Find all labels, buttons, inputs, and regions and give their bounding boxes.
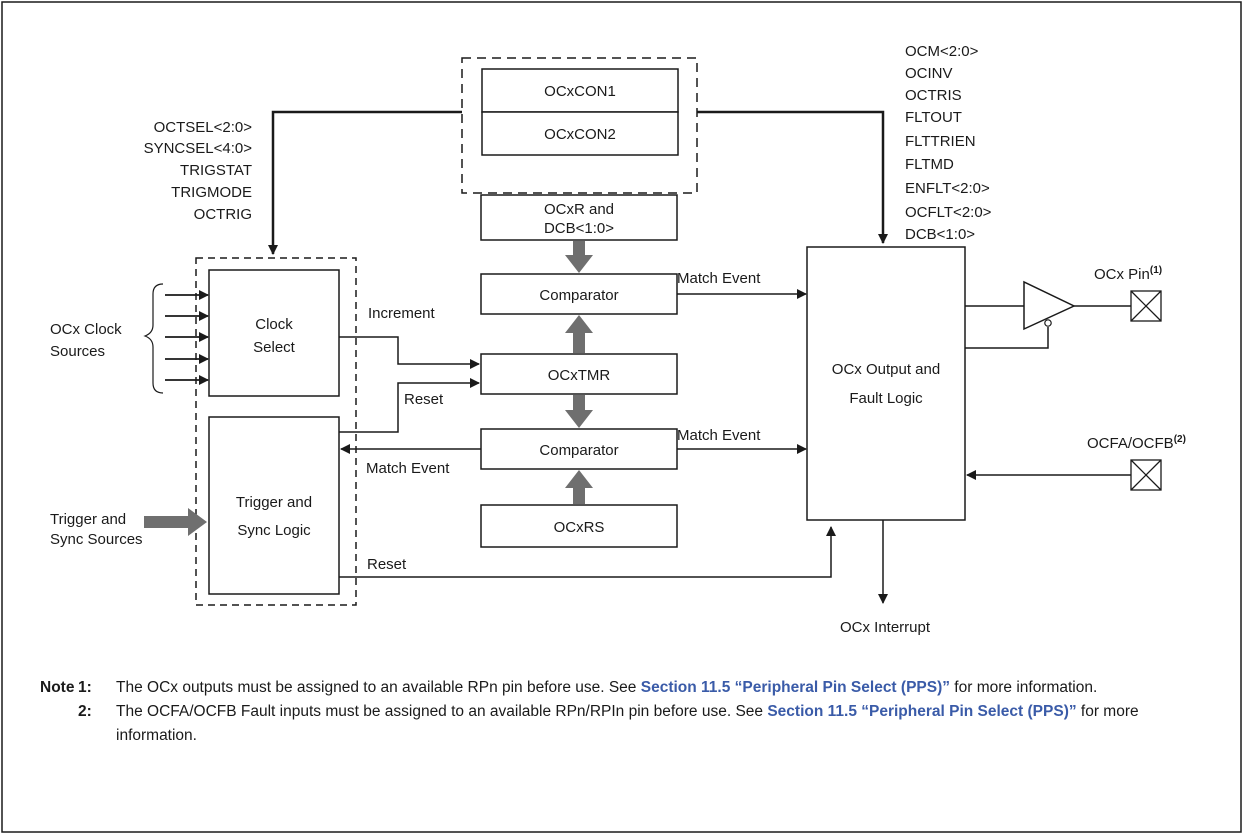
clock-select-block [208, 269, 340, 397]
note-1-text: The OCx outputs must be assigned to an a… [116, 676, 1210, 700]
ocxtmr-block [480, 353, 678, 395]
ocxr-label-2: DCB<1:0> [544, 220, 614, 237]
ocfa-ocfb-superscript: (2) [1174, 434, 1186, 445]
left-bit-3: TRIGMODE [171, 184, 252, 201]
increment-label: Increment [368, 305, 436, 322]
note-2-post: for more information. [116, 703, 1139, 744]
control-line-right [697, 110, 888, 244]
ocxr-register [480, 194, 678, 241]
ocxrs-label: OCxRS [554, 519, 605, 536]
ocfa-ocfb-label: OCFA/OCFB(2) [1087, 434, 1186, 452]
right-bit-0: OCM<2:0> [905, 43, 979, 60]
reset-line-bottom [339, 526, 836, 578]
buffer-enable-bubble [1044, 319, 1052, 327]
reset-bottom-label: Reset [367, 556, 407, 573]
output-logic-label-2: Fault Logic [849, 390, 923, 407]
left-bit-4: OCTRIG [194, 206, 252, 223]
right-bit-2: OCTRIS [905, 87, 962, 104]
note-1-section-link[interactable]: Section 11.5 “Peripheral Pin Select (PPS… [640, 679, 950, 696]
clock-sources-brace [143, 283, 164, 394]
comparator-bottom-label: Comparator [539, 442, 618, 459]
ocx-pin-icon [1130, 290, 1162, 322]
buffer-enable-line [965, 327, 1049, 349]
bus-arrows [565, 241, 593, 504]
increment-line [339, 336, 480, 369]
ocxcon2-register [481, 111, 679, 156]
trigger-sync-block [208, 416, 340, 595]
reset-top-label: Reset [404, 391, 444, 408]
right-bit-4: FLTTRIEN [905, 133, 976, 150]
right-bit-1: OCINV [905, 65, 953, 82]
right-bit-7: OCFLT<2:0> [905, 204, 992, 221]
note-2-section-link[interactable]: Section 11.5 “Peripheral Pin Select (PPS… [767, 703, 1077, 720]
ocxrs-register [480, 504, 678, 548]
reset-line-top [339, 378, 480, 433]
clock-sources-label-1: OCx Clock [50, 321, 122, 338]
notes-section: Note 1: The OCx outputs must be assigned… [40, 676, 1210, 748]
clock-select-label-2: Select [253, 339, 296, 356]
match-event-top-label: Match Event [677, 270, 761, 287]
comparator-top [480, 273, 678, 315]
right-bit-6: ENFLT<2:0> [905, 180, 990, 197]
left-bit-1: SYNCSEL<4:0> [144, 140, 253, 157]
clock-trigger-group [195, 257, 357, 606]
output-buffer-icon [1023, 280, 1076, 331]
ocx-interrupt-label: OCx Interrupt [840, 619, 931, 636]
right-bit-3: FLTOUT [905, 109, 962, 126]
note-1-number: 1: [78, 679, 92, 696]
ocxcon1-label: OCxCON1 [544, 83, 616, 100]
control-registers-group [461, 57, 698, 194]
note-2-text: The OCFA/OCFB Fault inputs must be assig… [116, 700, 1210, 748]
trigger-sync-label-2: Sync Logic [237, 522, 311, 539]
note-label: Note [40, 679, 75, 696]
output-fault-logic-block [806, 246, 966, 521]
ocfa-ocfb-pin-icon [1130, 459, 1162, 491]
clock-select-label-1: Clock [255, 316, 293, 333]
note-1-post: for more information. [950, 679, 1098, 696]
ocxtmr-label: OCxTMR [548, 367, 611, 384]
right-bit-5: FLTMD [905, 156, 954, 173]
left-bit-2: TRIGSTAT [180, 162, 252, 179]
output-logic-label-1: OCx Output and [832, 361, 940, 378]
ocx-pin-text: OCx Pin [1094, 266, 1150, 283]
ocx-pin-superscript: (1) [1150, 265, 1162, 276]
left-control-bits: OCTSEL<2:0> SYNCSEL<4:0> TRIGSTAT TRIGMO… [144, 119, 253, 223]
ocfa-ocfb-text: OCFA/OCFB [1087, 435, 1174, 452]
control-line-left [268, 110, 462, 255]
ocxr-label-1: OCxR and [544, 201, 614, 218]
comparator-top-label: Comparator [539, 287, 618, 304]
note-2-number: 2: [78, 703, 92, 720]
trigger-sync-label-1: Trigger and [236, 494, 312, 511]
clock-sources-label-2: Sources [50, 343, 105, 360]
note-1: Note 1: The OCx outputs must be assigned… [40, 676, 1210, 700]
ocxcon2-label: OCxCON2 [544, 126, 616, 143]
note-2-pre: The OCFA/OCFB Fault inputs must be assig… [116, 703, 768, 720]
match-event-left-label: Match Event [366, 460, 450, 477]
right-bit-8: DCB<1:0> [905, 226, 975, 243]
note-label-spacer [40, 700, 78, 748]
note-2: 2: The OCFA/OCFB Fault inputs must be as… [40, 700, 1210, 748]
match-event-right-label: Match Event [677, 427, 761, 444]
left-bit-0: OCTSEL<2:0> [154, 119, 253, 136]
ocx-pin-label: OCx Pin(1) [1094, 265, 1162, 283]
clock-source-arrows [165, 290, 209, 385]
ocxcon1-register [481, 68, 679, 113]
trigger-sources-label-2: Sync Sources [50, 531, 143, 548]
trigger-sources-label-1: Trigger and [50, 511, 126, 528]
right-control-bits: OCM<2:0> OCINV OCTRIS FLTOUT FLTTRIEN FL… [905, 43, 992, 243]
trigger-sources-arrow [144, 508, 207, 536]
note-1-pre: The OCx outputs must be assigned to an a… [116, 679, 641, 696]
